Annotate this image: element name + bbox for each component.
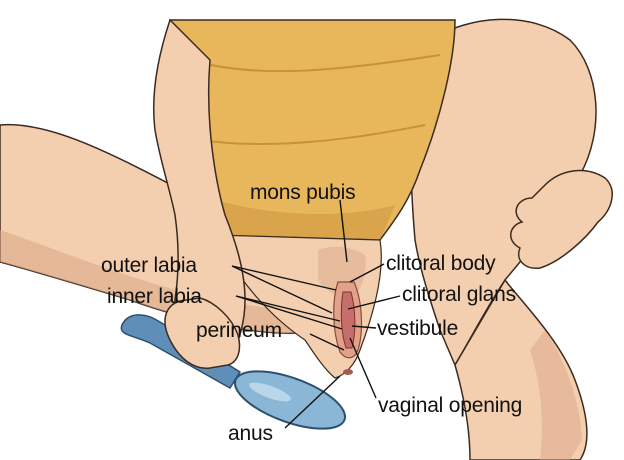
label-vestibule: vestibule <box>377 318 458 339</box>
label-perineum: perineum <box>196 320 282 341</box>
label-vaginal-opening: vaginal opening <box>378 395 522 416</box>
label-mons-pubis: mons pubis <box>250 182 355 203</box>
label-inner-labia: inner labia <box>107 286 202 307</box>
label-anus: anus <box>228 423 273 444</box>
anus-shape <box>343 369 353 375</box>
label-clitoral-glans: clitoral glans <box>402 284 516 305</box>
label-clitoral-body: clitoral body <box>386 253 495 274</box>
label-outer-labia: outer labia <box>101 255 197 276</box>
inner-labia-shape <box>341 292 355 348</box>
